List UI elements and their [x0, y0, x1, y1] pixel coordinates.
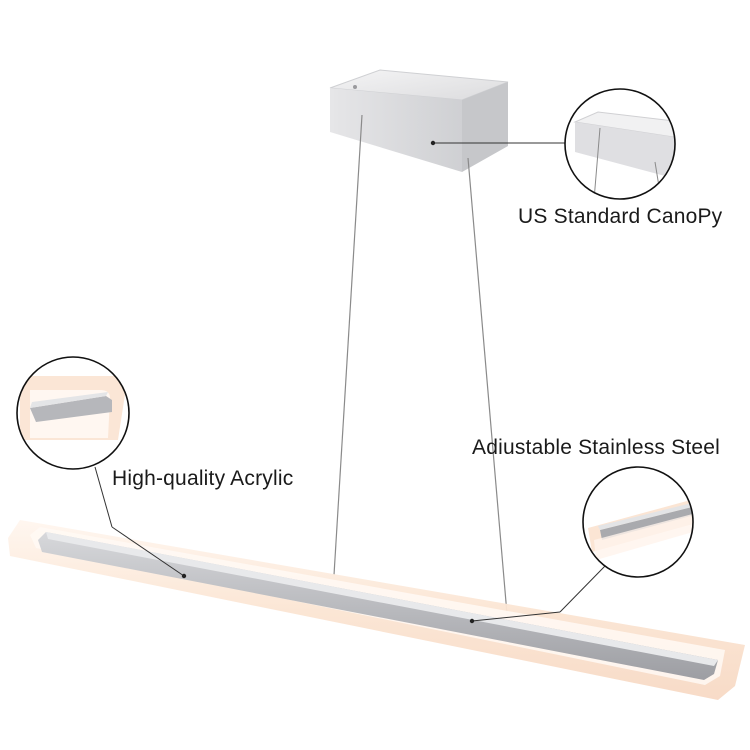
ceiling-canopy [329, 69, 509, 172]
steel-callout-label: Adiustable Stainless Steel [472, 436, 721, 459]
led-light-bar [8, 520, 745, 700]
canopy-callout-label: US Standard CanoPy [518, 205, 723, 228]
canopy-detail-zoom [564, 88, 676, 200]
suspension-wires [333, 114, 508, 615]
steel-detail-zoom [582, 466, 694, 578]
leader-lines [94, 140, 606, 624]
acrylic-detail-zoom [16, 356, 130, 470]
acrylic-callout-label: High-quality Acrylic [112, 467, 294, 490]
